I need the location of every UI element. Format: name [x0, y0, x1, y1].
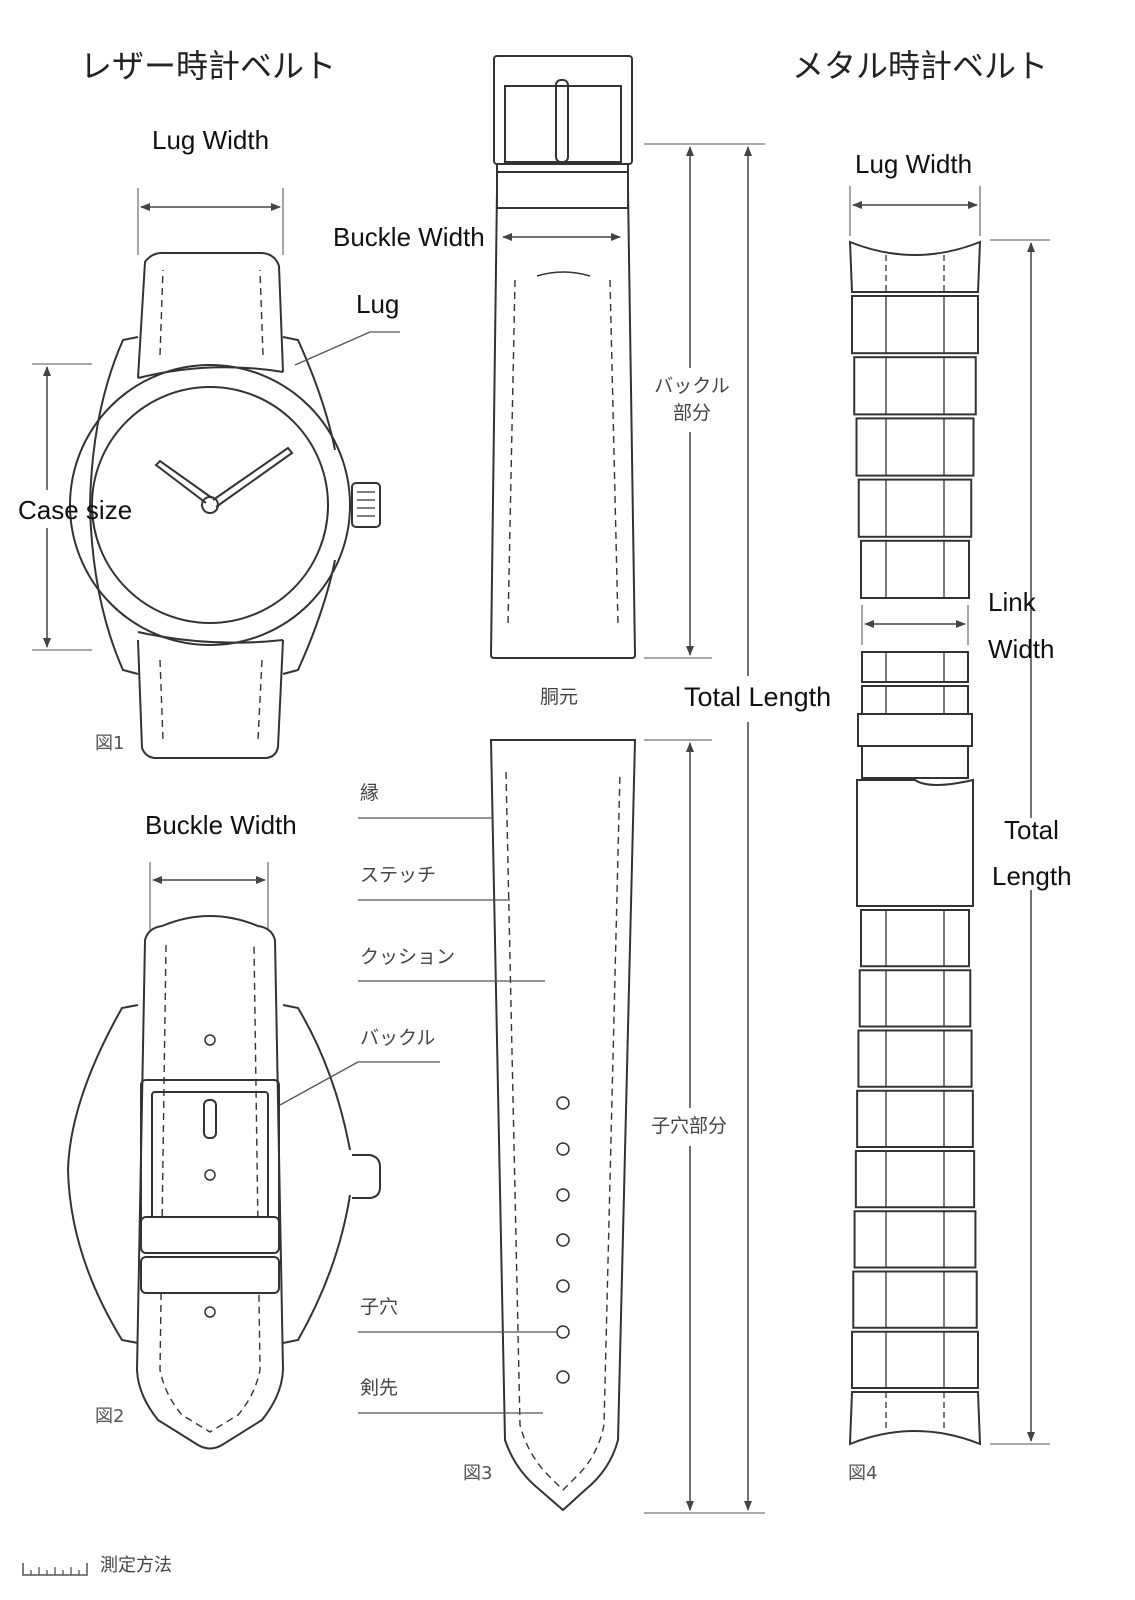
- lug-leader: [294, 331, 371, 366]
- bracelet-link: [857, 1029, 973, 1088]
- tip-label: 剣先: [360, 1377, 399, 1399]
- top-buckle: [493, 55, 633, 165]
- strap-hole: [556, 1233, 570, 1247]
- bracelet-link: [853, 1210, 977, 1269]
- fig3-caption: 図3: [463, 1463, 493, 1484]
- clasp-body: [856, 778, 974, 907]
- bracelet-link: [856, 1089, 974, 1148]
- buckle-leader: [279, 1061, 359, 1106]
- buckle-label: バックル: [360, 1027, 436, 1049]
- edge-label: 縁: [360, 782, 380, 804]
- buckle-prong: [203, 1099, 217, 1139]
- strap-hole: [556, 1096, 570, 1110]
- cushion-label: クッション: [360, 946, 456, 968]
- strap-hole: [204, 1169, 216, 1181]
- fig2-watch-back: [66, 862, 440, 1450]
- bracelet-link: [857, 478, 973, 538]
- bracelet-link: [851, 1330, 979, 1389]
- strap-hole: [556, 1370, 570, 1384]
- back-strap: [135, 915, 285, 1450]
- case-back: [66, 1004, 139, 1344]
- fig1-buckle-width-label: Buckle Width: [333, 222, 485, 252]
- fig4-caption: 図4: [848, 1463, 878, 1484]
- hole-label: 子穴: [360, 1296, 399, 1318]
- buckle-piece-strap: [489, 189, 637, 659]
- case-body: [88, 336, 139, 675]
- bracelet-link: [860, 539, 970, 599]
- bracelet-link: [858, 969, 972, 1028]
- link-width-label-line2: Width: [988, 634, 1055, 664]
- strap-hole: [556, 1279, 570, 1293]
- dougen-label: 胴元: [540, 686, 579, 708]
- minute-hand: [212, 446, 294, 508]
- strap-keeper: [140, 1216, 280, 1254]
- fig3-strap-pieces: [358, 55, 765, 1514]
- stitch-label: ステッチ: [360, 864, 437, 886]
- ruler-icon: [22, 1563, 88, 1576]
- top-buckle-prong: [555, 79, 569, 163]
- metal-total-length-label-line2: Length: [992, 861, 1072, 891]
- fig1-watch-front: [32, 188, 400, 759]
- metal-lug-width-label: Lug Width: [855, 149, 973, 179]
- bracelet-link: [851, 295, 979, 355]
- bottom-strap: [137, 639, 284, 759]
- strap-hole: [204, 1306, 216, 1318]
- metal-band-title: メタル時計ベルト: [792, 47, 1049, 85]
- bracelet-link: [852, 1270, 978, 1329]
- fig1-lug-width-label: Lug Width: [152, 125, 270, 155]
- crown-back: [352, 1154, 381, 1199]
- clasp-top: [857, 713, 973, 747]
- buckle-part-label-line1: バックル: [654, 375, 730, 397]
- buckle-part-label-line2: 部分: [672, 402, 711, 424]
- leather-band-title: レザー時計ベルト: [80, 47, 337, 85]
- strap-keeper: [140, 1256, 280, 1294]
- link-width-label-line1: Link: [988, 587, 1036, 617]
- bracelet-link: [860, 909, 970, 968]
- strap-hole: [556, 1188, 570, 1202]
- fig2-caption: 図2: [95, 1406, 125, 1427]
- fig1-caption: 図1: [95, 733, 125, 754]
- total-length-label: Total Length: [684, 682, 832, 712]
- fig2-buckle-width-label: Buckle Width: [145, 810, 297, 840]
- metal-total-length-label-line1: Total: [1004, 815, 1059, 845]
- lug-label: Lug: [356, 289, 400, 319]
- top-strap: [137, 251, 284, 379]
- strap-hole: [556, 1142, 570, 1156]
- bracelet-link: [855, 417, 975, 477]
- crown: [351, 482, 381, 528]
- measure-method-label: 測定方法: [100, 1555, 172, 1576]
- strap-hole: [556, 1325, 570, 1339]
- bezel: [69, 364, 351, 646]
- upper-links: [851, 295, 979, 599]
- dial: [91, 386, 329, 624]
- bracelet-link: [854, 1150, 976, 1209]
- fig4-metal-bracelet: [848, 186, 1050, 1446]
- hole-part-label: 子穴部分: [651, 1115, 728, 1137]
- tail-piece-strap: [489, 739, 637, 1512]
- bracelet-link: [853, 356, 977, 416]
- strap-hole: [204, 1034, 216, 1046]
- case-size-label: Case size: [18, 495, 133, 525]
- hour-hand: [154, 459, 213, 504]
- lower-links: [851, 909, 979, 1389]
